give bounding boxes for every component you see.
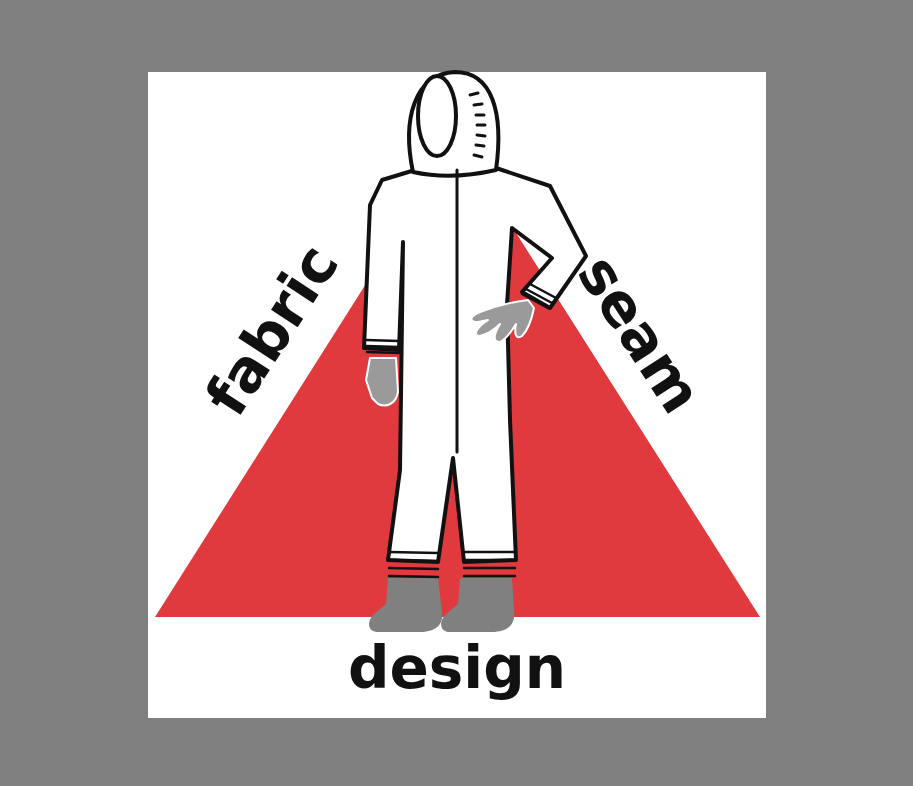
glove xyxy=(471,300,534,342)
coverall-figure xyxy=(364,72,586,632)
white-panel xyxy=(148,72,766,718)
face-opening xyxy=(418,76,456,156)
boot xyxy=(441,578,514,632)
leg-cuff xyxy=(389,552,438,577)
zipper-teeth xyxy=(470,93,485,157)
boot xyxy=(369,578,442,632)
coverall-body xyxy=(364,168,586,562)
sleeve-cuff xyxy=(366,340,399,353)
side-label: design xyxy=(348,639,566,697)
hood xyxy=(409,72,498,176)
zipper xyxy=(456,170,459,452)
red-triangle xyxy=(155,140,760,617)
leg-cuff xyxy=(464,552,515,576)
glove xyxy=(366,358,398,406)
